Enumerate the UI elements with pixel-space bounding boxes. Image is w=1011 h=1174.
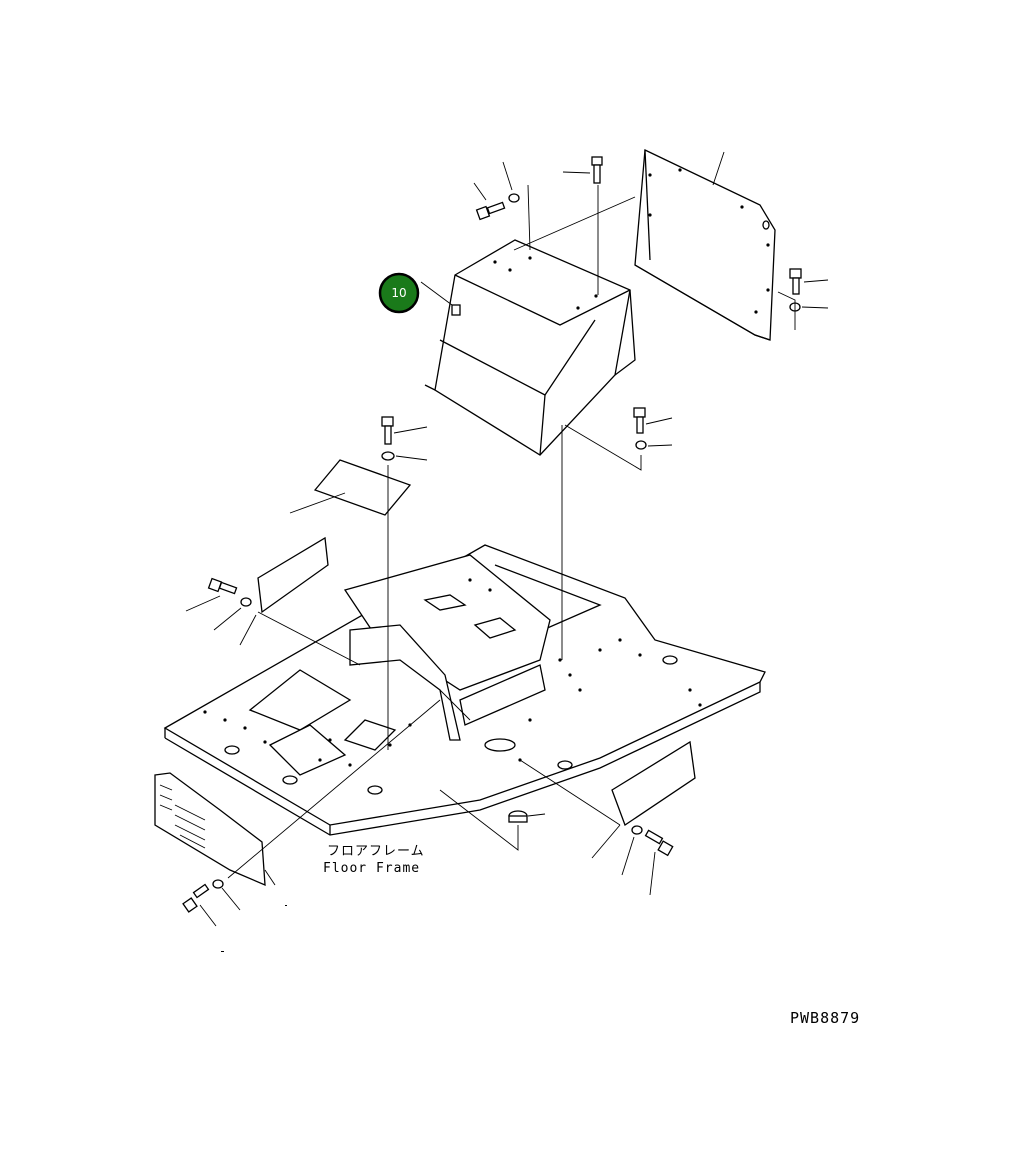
washer-icon — [212, 879, 224, 889]
washer-icon — [381, 451, 395, 461]
bolt-icon — [381, 416, 394, 445]
floor-frame-label-jp: フロアフレーム — [327, 844, 425, 859]
inspection-plate-part[interactable] — [257, 536, 329, 614]
leader-lines — [185, 151, 829, 927]
side-panel-part[interactable] — [634, 149, 776, 341]
bolt-icon — [789, 268, 802, 295]
stray-marks — [221, 905, 287, 952]
bolt-icon — [591, 156, 603, 184]
bolt-icon — [633, 407, 646, 434]
floor-frame-part[interactable] — [163, 544, 766, 836]
bottom-cover-part[interactable] — [611, 740, 696, 826]
callout-10-badge[interactable]: 10 — [378, 272, 420, 314]
cover-part-10[interactable] — [424, 239, 636, 456]
washer-icon — [240, 597, 252, 607]
bolt-icon — [475, 201, 506, 221]
drawing-code: PWB8879 — [790, 1009, 860, 1027]
cover-plate-part[interactable] — [313, 459, 412, 516]
floor-frame-label-en: Floor Frame — [323, 861, 420, 876]
bolt-icon — [207, 577, 238, 595]
bolt-icon — [182, 883, 210, 913]
washer-icon — [635, 440, 647, 450]
grille-panel-part[interactable] — [154, 772, 266, 887]
rubber-stopper-icon — [508, 810, 528, 823]
bolt-icon — [644, 829, 674, 857]
washer-icon — [631, 825, 643, 835]
callout-10-number: 10 — [391, 286, 406, 300]
washer-icon — [508, 193, 520, 203]
